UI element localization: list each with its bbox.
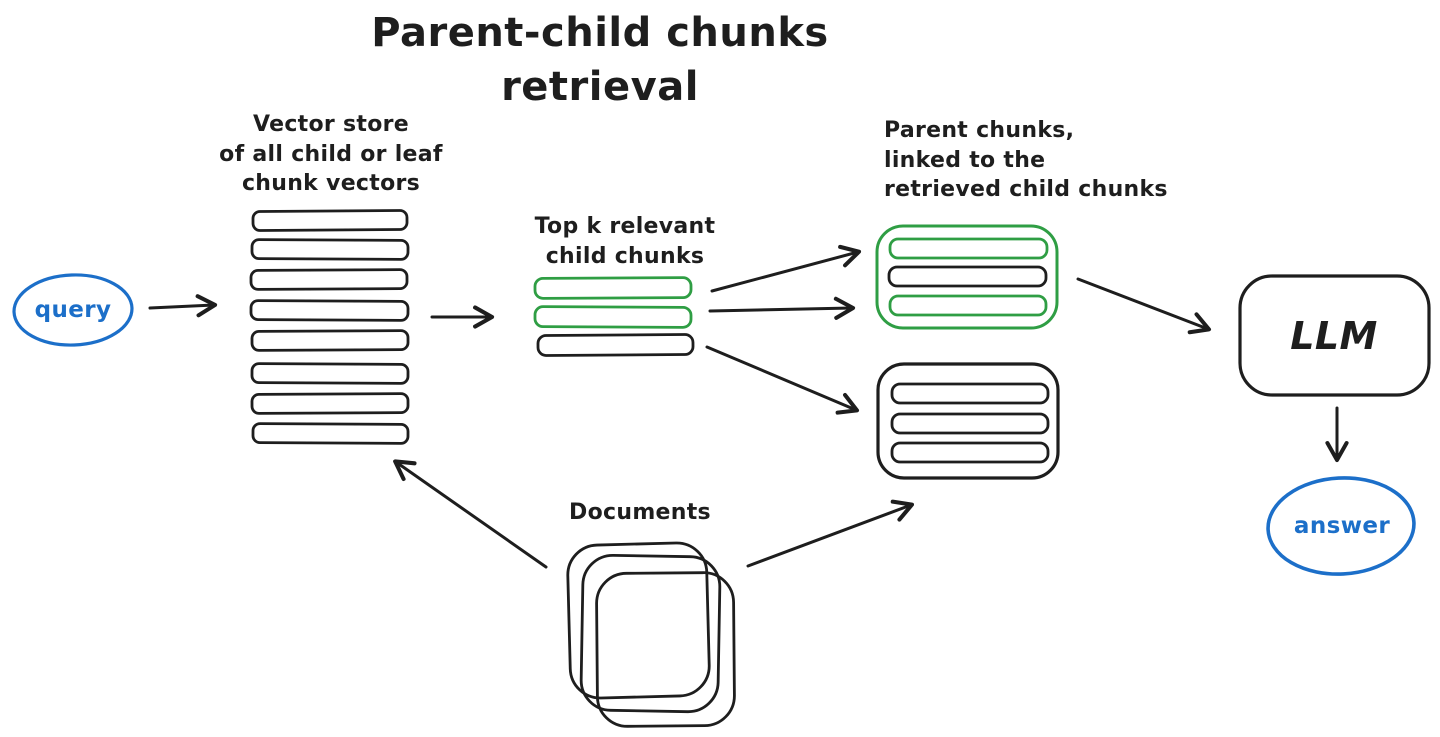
- arrow-topk-to-parent-green-mid: [708, 296, 856, 320]
- query-ellipse: [12, 273, 134, 347]
- topk-bar-black: [536, 333, 695, 357]
- answer-ellipse: [1266, 476, 1416, 576]
- topk-bar-green: [533, 276, 693, 300]
- store-bar: [250, 362, 410, 385]
- parent-chunks-green-box: [875, 224, 1059, 330]
- parent-chunks-label: Parent chunks, linked to the retrieved c…: [884, 118, 1168, 203]
- arrow-topk-to-parent-black: [705, 345, 859, 415]
- answer-node-label: answer: [1293, 513, 1391, 539]
- arrow-topk-to-parent-green-upper: [710, 244, 862, 293]
- parent-black-container: [876, 362, 1060, 480]
- documents-label: Documents: [569, 500, 711, 525]
- topk-bar-green: [533, 305, 693, 329]
- vector-store-stack: [249, 209, 410, 445]
- store-bar: [249, 268, 409, 291]
- parent-black-bar: [887, 265, 1048, 288]
- document-page: [566, 541, 711, 700]
- store-bar: [250, 392, 410, 415]
- topk-label: Top k relevant child chunks: [534, 214, 716, 269]
- arrow-docs-to-parent: [746, 499, 915, 568]
- parent-black-bar: [890, 382, 1050, 405]
- documents-stack: [566, 541, 736, 728]
- parent-green-container: [875, 224, 1059, 330]
- document-page: [579, 553, 722, 714]
- store-bar: [251, 209, 409, 232]
- store-bar: [250, 329, 410, 352]
- store-bar: [251, 422, 410, 445]
- llm-box: [1238, 274, 1431, 397]
- document-page: [595, 571, 736, 728]
- parent-green-bar: [888, 237, 1049, 260]
- llm-node-label: LLM: [1290, 313, 1378, 358]
- arrow-parent-to-llm: [1076, 277, 1212, 335]
- vector-store-label: Vector store of all child or leaf chunk …: [219, 112, 443, 197]
- arrow-query-to-store: [148, 294, 218, 318]
- topk-stack: [533, 276, 695, 357]
- diagram-title: Parent-child chunks retrieval: [371, 10, 829, 110]
- store-bar: [249, 299, 410, 322]
- parent-black-bar: [890, 412, 1050, 435]
- arrow-docs-to-store: [393, 459, 548, 569]
- parent-green-bar: [888, 294, 1048, 317]
- store-bar: [250, 238, 410, 261]
- query-node-label: query: [34, 297, 112, 323]
- parent-chunks-black-box: [876, 362, 1060, 480]
- parent-black-bar: [890, 441, 1050, 464]
